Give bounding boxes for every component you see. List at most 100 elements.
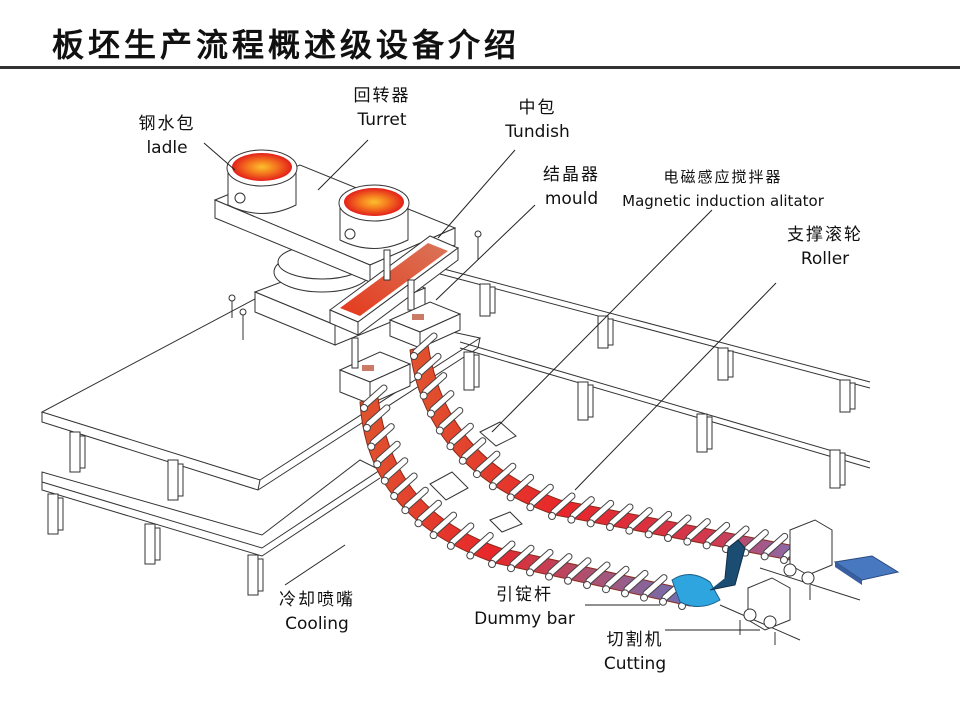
roller-highlight <box>370 424 394 446</box>
roller-highlight <box>417 353 441 375</box>
roller-end <box>429 531 438 540</box>
roller-end <box>362 423 371 432</box>
roller-end <box>426 409 435 418</box>
roller-highlight <box>648 511 672 533</box>
label-turret: 回转器 Turret <box>327 84 437 132</box>
roller-highlight <box>404 487 428 509</box>
roller-highlight <box>548 554 572 576</box>
label-roller: 支撑滚轮 Roller <box>775 223 875 271</box>
leader-turret <box>317 139 369 191</box>
roller-highlight <box>529 549 553 571</box>
roller-end <box>602 585 610 594</box>
label-cooling-en: Cooling <box>285 614 349 634</box>
roller-highlight <box>449 423 473 445</box>
roller-end <box>373 460 382 469</box>
label-roller-cn: 支撑滚轮 <box>787 225 863 245</box>
ladle-left <box>226 149 298 214</box>
roller-end <box>545 572 553 581</box>
roller-highlight <box>450 523 474 545</box>
label-stirrer-cn: 电磁感应搅拌器 <box>663 168 783 186</box>
roller-highlight <box>628 508 652 530</box>
leader-roller <box>574 282 777 491</box>
dummy-bar <box>671 539 746 607</box>
support-rails <box>439 267 871 469</box>
roller-end <box>640 593 648 602</box>
page-title: 板坯生产流程概述级设备介绍 <box>52 26 521 64</box>
tundish <box>329 235 459 336</box>
roller-end <box>401 506 410 515</box>
roller-highlight <box>417 500 441 522</box>
roller-highlight <box>643 575 667 597</box>
roller-end <box>644 530 653 539</box>
roller-end <box>526 568 534 577</box>
roller-highlight <box>529 484 553 506</box>
roller-end <box>390 492 399 501</box>
roller-highlight <box>706 522 730 544</box>
roller-highlight <box>510 545 534 567</box>
roller-highlight <box>624 570 648 592</box>
roller-highlight <box>570 497 594 519</box>
roller-end <box>488 560 496 568</box>
roller-highlight <box>510 474 534 496</box>
label-cutting: 切割机 Cutting <box>590 628 680 676</box>
roller-highlight <box>590 500 614 522</box>
roller-end <box>446 541 455 550</box>
roller-highlight <box>667 515 691 537</box>
leader-ladle <box>203 142 236 171</box>
roller-highlight <box>469 533 493 555</box>
platform-legs <box>47 431 264 596</box>
roller-end <box>586 519 595 528</box>
slab <box>833 555 900 585</box>
mould-blocks <box>338 301 462 405</box>
roller-end <box>780 556 788 564</box>
roller-end <box>702 541 711 550</box>
roller-highlight <box>551 493 575 515</box>
label-tundish: 中包 Tundish <box>480 96 595 144</box>
roller-highlight <box>366 405 390 427</box>
roller-end <box>367 442 376 451</box>
label-stirrer: 电磁感应搅拌器 Magnetic induction alitator <box>608 165 838 213</box>
roller-highlight <box>605 566 629 588</box>
roller-highlight <box>567 558 591 580</box>
roller-highlight <box>476 451 500 473</box>
roller-highlight <box>363 385 387 407</box>
label-dummy-bar-cn: 引锭杆 <box>496 585 553 605</box>
roller-highlight <box>433 512 457 534</box>
roller-end <box>583 581 591 589</box>
leader-cooling <box>284 544 346 586</box>
roller-end <box>506 493 515 502</box>
roller-end <box>625 526 634 535</box>
rollers-lower <box>360 384 706 610</box>
rail-legs <box>463 283 856 489</box>
label-dummy-bar-en: Dummy bar <box>474 609 575 629</box>
roller-highlight <box>725 526 749 548</box>
label-turret-cn: 回转器 <box>353 86 411 106</box>
roller-end <box>414 372 423 381</box>
roller-highlight <box>492 463 516 485</box>
label-cooling-cn: 冷却喷嘴 <box>279 590 355 610</box>
label-roller-en: Roller <box>800 249 850 269</box>
label-cutting-cn: 切割机 <box>606 630 664 650</box>
label-turret-en: Turret <box>357 110 407 130</box>
roller-end <box>466 551 475 560</box>
roller-highlight <box>586 562 610 584</box>
workers <box>228 230 482 340</box>
roller-highlight <box>439 408 463 430</box>
leader-lines <box>203 139 777 631</box>
label-tundish-en: Tundish <box>505 122 570 142</box>
roller-end <box>435 426 444 435</box>
roller-end <box>472 470 481 479</box>
label-cutting-en: Cutting <box>603 654 667 674</box>
title-divider <box>0 66 960 69</box>
label-ladle-en: ladle <box>146 138 188 158</box>
roller-highlight <box>413 333 437 355</box>
roller-end <box>360 404 368 412</box>
leader-mould <box>435 204 536 301</box>
roller-highlight <box>430 391 454 413</box>
platform-upper <box>40 291 482 491</box>
roller-end <box>526 503 535 512</box>
label-ladle: 钢水包 ladle <box>112 112 222 160</box>
roller-end <box>564 576 572 585</box>
cutting-machines <box>719 519 861 645</box>
